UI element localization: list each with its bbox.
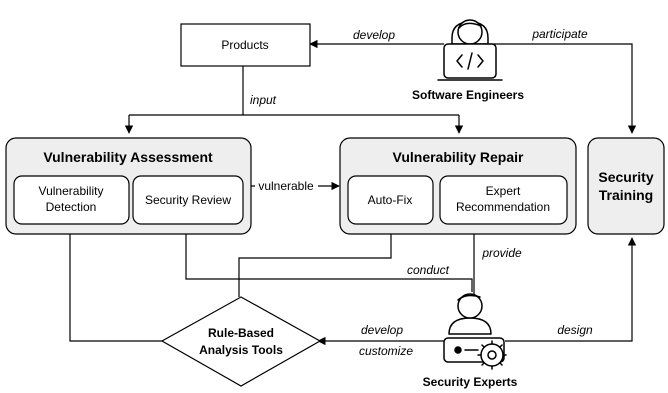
auto-fix-label: Auto-Fix [368, 193, 413, 207]
rule-based-analysis-tools-node: Rule-Based Analysis Tools [160, 296, 322, 387]
vulnerability-assessment-title: Vulnerability Assessment [43, 149, 213, 165]
edge-conduct [181, 223, 473, 292]
vulnerability-detection-label-2: Detection [46, 200, 97, 214]
vulnerability-repair-group: Vulnerability Repair Auto-Fix Expert Rec… [339, 137, 577, 235]
products-label: Products [221, 38, 268, 52]
edge-design [505, 237, 637, 342]
expert-recommendation-label-2: Recommendation [456, 200, 550, 214]
develop-label-top: develop [353, 28, 395, 42]
customize-label: customize [359, 344, 413, 358]
edge-tools-detection [65, 223, 163, 342]
security-review-label: Security Review [145, 193, 231, 207]
vulnerable-label: vulnerable [258, 179, 314, 193]
security-expert-icon [443, 293, 507, 370]
software-engineers-label: Software Engineers [412, 88, 524, 102]
vulnerability-detection-box [13, 175, 130, 225]
design-label: design [557, 323, 593, 337]
edge-tools-autofix [238, 223, 396, 297]
security-experts-label: Security Experts [423, 375, 518, 389]
security-review-box [132, 175, 244, 225]
expert-recommendation-box [439, 175, 568, 225]
vulnerability-detection-label-1: Vulnerability [39, 184, 104, 198]
security-training-node: Security Training [587, 137, 665, 235]
conduct-label: conduct [407, 263, 450, 277]
vulnerability-assessment-group: Vulnerability Assessment Vulnerability D… [5, 137, 252, 235]
rule-based-label-1: Rule-Based [208, 326, 274, 340]
input-label: input [250, 93, 277, 107]
rule-based-label-2: Analysis Tools [199, 343, 283, 357]
security-training-label-1: Security [598, 169, 653, 185]
edge-participate [490, 43, 637, 134]
auto-fix-box [347, 175, 434, 225]
products-node: Products [180, 23, 311, 67]
vulnerability-repair-title: Vulnerability Repair [393, 149, 525, 165]
develop-label-bottom: develop [361, 323, 403, 337]
expert-recommendation-label-1: Expert [486, 184, 521, 198]
participate-label: participate [531, 27, 588, 41]
edges [65, 39, 637, 346]
security-training-label-2: Training [599, 187, 653, 203]
provide-label: provide [481, 246, 522, 260]
software-engineer-icon [437, 19, 503, 81]
